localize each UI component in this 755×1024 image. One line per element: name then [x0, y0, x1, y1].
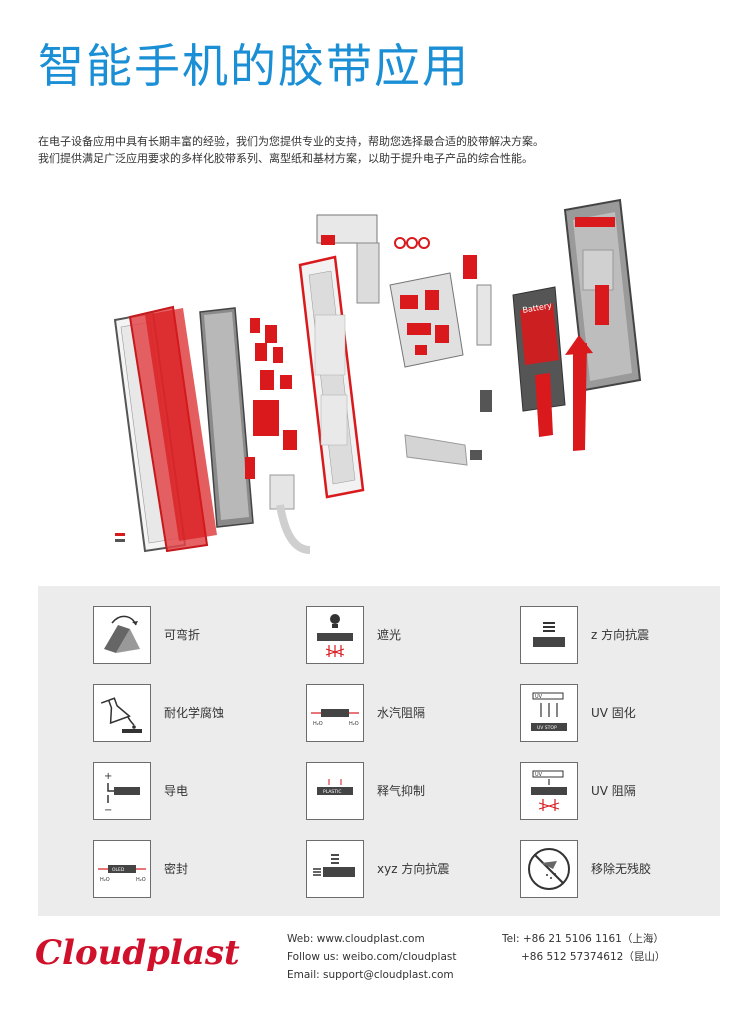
middle-frame — [298, 255, 365, 499]
page-title: 智能手机的胶带应用 — [38, 39, 470, 93]
bendable-icon — [104, 615, 140, 653]
red-adhesive-layers — [128, 305, 217, 553]
feature-label: UV 阻隔 — [591, 784, 636, 798]
uv-stop-text: UV STOP — [537, 725, 557, 731]
feature-label: z 方向抗震 — [591, 628, 650, 642]
oled-text: OLED — [112, 867, 125, 873]
web-link[interactable]: Web: www.cloudplast.com — [287, 933, 425, 945]
uv-curing-icon: UV UV STOP — [531, 692, 567, 731]
moisture-barrier-icon: H₂O H₂O — [311, 709, 359, 727]
brand-wordmark: Cloudplast — [35, 933, 240, 973]
feature-label: 释气抑制 — [377, 784, 426, 798]
h2o-right-text: H₂O — [136, 877, 146, 883]
feature-label: UV 固化 — [591, 706, 636, 720]
feature-label: 导电 — [164, 784, 189, 798]
uv-text: UV — [535, 772, 543, 778]
camera-module — [316, 214, 430, 304]
feature-residue-free: 移除无残胶 — [520, 840, 730, 900]
outgassing-suppression-icon: PLASTIC — [317, 779, 353, 795]
intro-text: 在电子设备应用中具有长期丰富的经验，我们为您提供专业的支持，帮助您选择最合适的胶… — [38, 133, 728, 167]
weibo-link[interactable]: Follow us: weibo.com/cloudplast — [287, 951, 457, 963]
uv-text: UV — [535, 694, 543, 700]
tel-kunshan: +86 512 57374612（昆山） — [521, 951, 666, 963]
intro-line-2: 我们提供满足广泛应用要求的多样化胶带系列、离型纸和基材方案，以助于提升电子产品的… — [38, 152, 533, 165]
feature-label: 移除无残胶 — [591, 862, 652, 876]
h2o-right-text: H₂O — [349, 721, 359, 727]
battery: Battery — [512, 286, 566, 437]
conductive-icon: + − — [104, 771, 140, 816]
email-link[interactable]: Email: support@cloudplast.com — [287, 969, 454, 981]
intro-line-1: 在电子设备应用中具有长期丰富的经验，我们为您提供专业的支持，帮助您选择最合适的胶… — [38, 135, 544, 148]
feature-label: 耐化学腐蚀 — [164, 706, 225, 720]
chemical-resistance-icon — [100, 697, 142, 733]
feature-xyz-shock: xyz 方向抗震 — [306, 840, 516, 900]
plus-text: + — [104, 771, 112, 782]
feature-label: 水汽阻隔 — [377, 706, 426, 720]
residue-free-removal-icon — [528, 848, 570, 890]
flex-cables — [115, 504, 311, 554]
feature-label: 遮光 — [377, 628, 402, 642]
feature-seal: OLED H₂O H₂O 密封 — [93, 840, 303, 900]
small-tape-pieces — [245, 318, 297, 510]
h2o-left-text: H₂O — [100, 877, 110, 883]
feature-light-blocking: 遮光 — [306, 606, 516, 666]
back-cover — [563, 198, 642, 451]
z-shock-absorb-icon — [533, 622, 565, 647]
feature-outgassing: PLASTIC 释气抑制 — [306, 762, 516, 822]
feature-moisture: H₂O H₂O 水汽阻隔 — [306, 684, 516, 744]
feature-label: 密封 — [164, 862, 189, 876]
seal-icon: OLED H₂O H₂O — [98, 865, 146, 883]
minus-text: − — [104, 805, 112, 816]
feature-z-shock: z 方向抗震 — [520, 606, 730, 666]
smartphone-exploded-illustration: Battery — [113, 198, 642, 554]
xyz-shock-absorb-icon — [313, 854, 355, 877]
feature-uv-curing: UV UV STOP UV 固化 — [520, 684, 730, 744]
light-blocking-icon — [317, 614, 353, 657]
cloudplast-logo: Cloudplast — [35, 933, 240, 973]
plastic-text: PLASTIC — [323, 789, 341, 795]
feature-uv-blocking: UV UV 阻隔 — [520, 762, 730, 822]
uv-blocking-icon: UV — [531, 770, 567, 811]
feature-chemical: 耐化学腐蚀 — [93, 684, 303, 744]
telephone-info: Tel: +86 21 5106 1161（上海） +86 512 573746… — [502, 930, 665, 966]
h2o-left-text: H₂O — [313, 721, 323, 727]
main-board — [389, 255, 492, 466]
feature-label: xyz 方向抗震 — [377, 862, 450, 876]
contact-info: Web: www.cloudplast.com Follow us: weibo… — [287, 930, 456, 984]
feature-panel: 可弯折 遮光 z 方向抗震 — [38, 586, 720, 916]
display-panel — [199, 307, 254, 528]
feature-label: 可弯折 — [164, 628, 201, 642]
feature-bendable: 可弯折 — [93, 606, 303, 666]
feature-conductive: + − 导电 — [93, 762, 303, 822]
tel-shanghai: Tel: +86 21 5106 1161（上海） — [502, 933, 664, 945]
